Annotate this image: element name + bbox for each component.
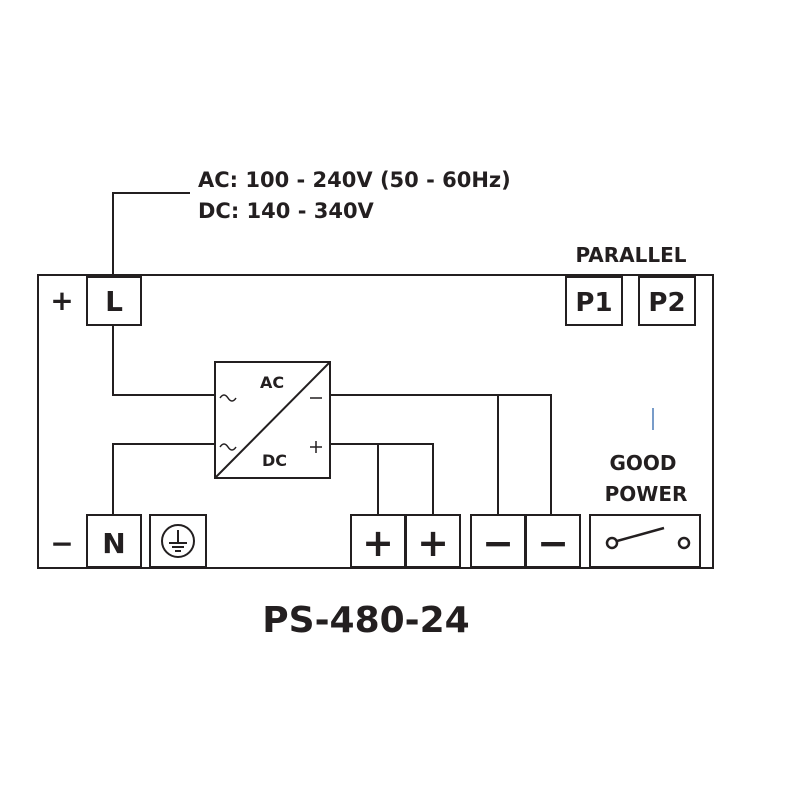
terminal-p2: P2 xyxy=(638,276,696,326)
terminal-p2-label: P2 xyxy=(648,288,685,318)
output-minus-2-label: − xyxy=(537,521,569,565)
wire-l-to-converter xyxy=(112,325,215,396)
good-power-terminal xyxy=(589,514,701,568)
terminal-p1-label: P1 xyxy=(575,288,612,318)
output-plus-terminal-1: + xyxy=(350,514,406,568)
terminal-l-label: L xyxy=(105,285,123,318)
converter-dc-label: DC xyxy=(262,451,287,470)
terminal-p1: P1 xyxy=(565,276,623,326)
spec-dc-text: DC: 140 - 340V xyxy=(198,199,375,223)
ac-dc-converter: AC DC xyxy=(214,361,331,479)
spec-ac-text: AC: 100 - 240V (50 - 60Hz) xyxy=(198,168,511,192)
spec-leader-line xyxy=(112,192,190,277)
good-label: GOOD xyxy=(609,451,676,475)
model-label: PS-480-24 xyxy=(262,600,469,641)
output-plus-1-label: + xyxy=(362,521,394,565)
power-label: POWER xyxy=(605,482,688,506)
wire-dc-plus xyxy=(330,443,434,515)
output-minus-1-label: − xyxy=(482,521,514,565)
wire-n-to-converter xyxy=(112,443,215,515)
output-minus-terminal-2: − xyxy=(525,514,581,568)
output-plus-2-label: + xyxy=(417,521,449,565)
converter-diagonal xyxy=(214,361,331,479)
parallel-label: PARALLEL xyxy=(575,243,686,267)
terminal-n-label: N xyxy=(102,527,125,560)
input-minus-sign: − xyxy=(50,527,73,560)
terminal-l: L xyxy=(86,276,142,326)
earth-ground-icon xyxy=(161,524,195,558)
input-plus-sign: + xyxy=(50,284,73,317)
relay-switch-icon xyxy=(605,526,691,550)
ac-wave-bottom-icon xyxy=(219,443,237,451)
ac-wave-top-icon xyxy=(219,394,237,402)
output-plus-terminal-2: + xyxy=(405,514,461,568)
terminal-n: N xyxy=(86,514,142,568)
terminal-earth xyxy=(149,514,207,568)
wire-dc-minus xyxy=(330,394,552,515)
converter-ac-label: AC xyxy=(260,373,284,392)
output-minus-terminal-1: − xyxy=(470,514,526,568)
